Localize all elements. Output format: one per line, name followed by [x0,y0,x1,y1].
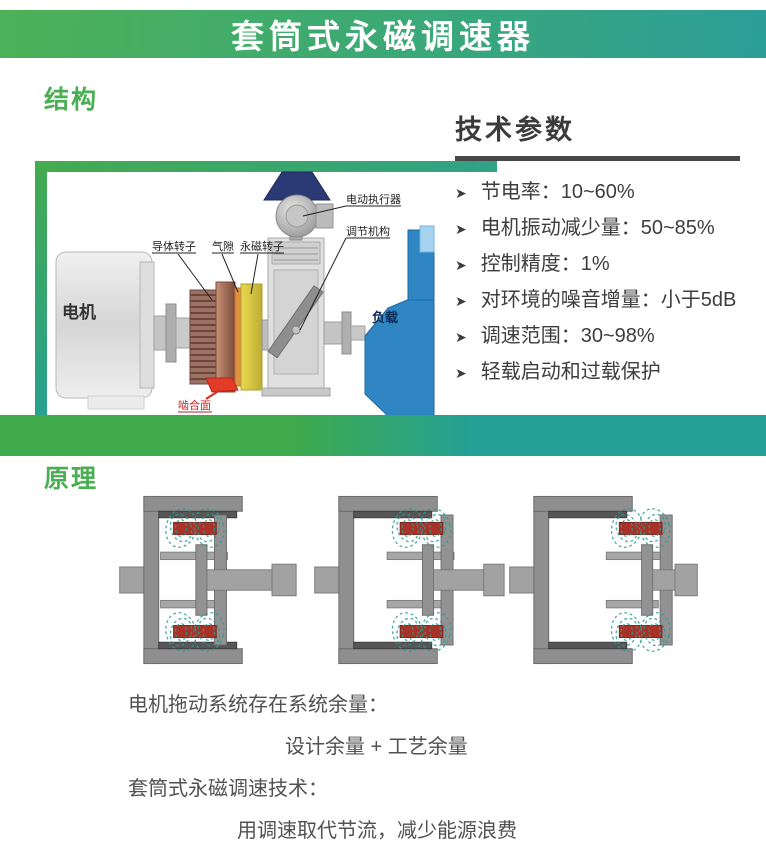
conductor-sleeve [338,495,438,665]
principle-diagram-partial [314,495,505,665]
tech-param-item: ➤ 电机振动减少量：50~85% [455,217,763,241]
page-title: 套筒式永磁调速器 [231,18,535,55]
principle-note: 电机拖动系统存在系统余量： 设计余量 + 工艺余量 [128,688,517,759]
magnet-rotor [605,514,698,646]
tech-param-text: 对环境的噪音增量：小于5dB [480,289,737,311]
magnetic-flux-lines [165,508,225,652]
tech-params-list: ➤ 节电率：10~60% ➤ 电机振动减少量：50~85% ➤ 控制精度：1% … [455,181,763,385]
tech-param-text: 电机振动减少量：50~85% [480,217,715,239]
bullet-arrow-icon: ➤ [455,257,467,273]
tech-params-panel: 技术参数 ➤ 节电率：10~60% ➤ 电机振动减少量：50~85% ➤ 控制精… [455,108,763,397]
tech-param-text: 控制精度：1% [480,253,610,275]
note-detail-text: 用调速取代节流，减少能源浪费 [237,820,517,842]
tech-params-heading: 技术参数 [455,115,575,145]
load-label: 负载 [372,310,398,325]
magnetic-flux-lines [610,508,671,652]
input-shaft [153,303,191,363]
principle-diagram-disengaged [509,495,698,665]
tech-param-item: ➤ 节电率：10~60% [455,181,763,205]
bullet-arrow-icon: ➤ [455,365,467,381]
note-lead-text: 套筒式永磁调速技术： [128,778,328,800]
magnet-rotor [160,514,297,646]
structure-diagram: 电机 啮合面 [55,171,435,419]
bullet-arrow-icon: ➤ [455,329,467,345]
conductor-rotor-disc [189,281,236,393]
conductor-sleeve [533,495,633,665]
output-shaft [323,311,366,355]
mesh-face-label: 啮合面 [178,398,211,412]
structure-frame-top-bar [35,161,497,172]
principle-diagram-engaged [119,495,297,665]
tech-param-item: ➤ 对环境的噪音增量：小于5dB [455,289,763,313]
bullet-arrow-icon: ➤ [455,293,467,309]
structure-callouts: 导体转子 气隙 永磁转子 电动执行器 调节机构 [152,192,401,331]
tech-param-item: ➤ 调速范围：30~98% [455,325,763,349]
slide-page: { "banner": { "title": "套筒式永磁调速器" }, "st… [0,10,766,842]
mesh-face-callout: 啮合面 [178,377,239,413]
pm-rotor-label: 永磁转子 [240,239,284,253]
regulator-label: 调节机构 [346,224,390,238]
note-lead-text: 电机拖动系统存在系统余量： [128,694,388,716]
motor-label: 电机 [62,302,96,322]
title-banner: 套筒式永磁调速器 [0,10,766,58]
note-detail-text: 设计余量 + 工艺余量 [285,736,468,758]
actuator-label: 电动执行器 [346,192,401,206]
electric-actuator [263,171,334,241]
air-gap-label: 气隙 [212,239,234,253]
regulator-mechanism [261,237,331,397]
conductor-rotor-label: 导体转子 [152,239,196,253]
conductor-sleeve [143,495,243,665]
air-gap-ring [234,287,242,387]
pm-rotor-disc [240,283,263,391]
bullet-arrow-icon: ➤ [455,185,467,201]
magnet-rotor [386,514,505,646]
principle-section-heading: 原理 [44,465,99,493]
motor-illustration: 电机 [55,251,155,410]
tech-param-item: ➤ 轻载启动和过载保护 [455,361,763,385]
tech-param-item: ➤ 控制精度：1% [455,253,763,277]
structure-section-heading: 结构 [44,86,99,114]
tech-param-text: 轻载启动和过载保护 [480,361,661,383]
bullet-arrow-icon: ➤ [455,221,467,237]
principle-diagrams-row [116,487,701,673]
load-illustration: 负载 [364,225,435,419]
structure-frame-left-bar [35,161,47,415]
section-divider-band [0,415,766,456]
tech-param-text: 调速范围：30~98% [480,325,655,347]
principle-note: 套筒式永磁调速技术： 用调速取代节流，减少能源浪费 [128,772,517,843]
tech-param-text: 节电率：10~60% [480,181,635,203]
principle-notes: 电机拖动系统存在系统余量： 设计余量 + 工艺余量 套筒式永磁调速技术： 用调速… [128,688,517,856]
tech-params-underline [455,156,740,161]
